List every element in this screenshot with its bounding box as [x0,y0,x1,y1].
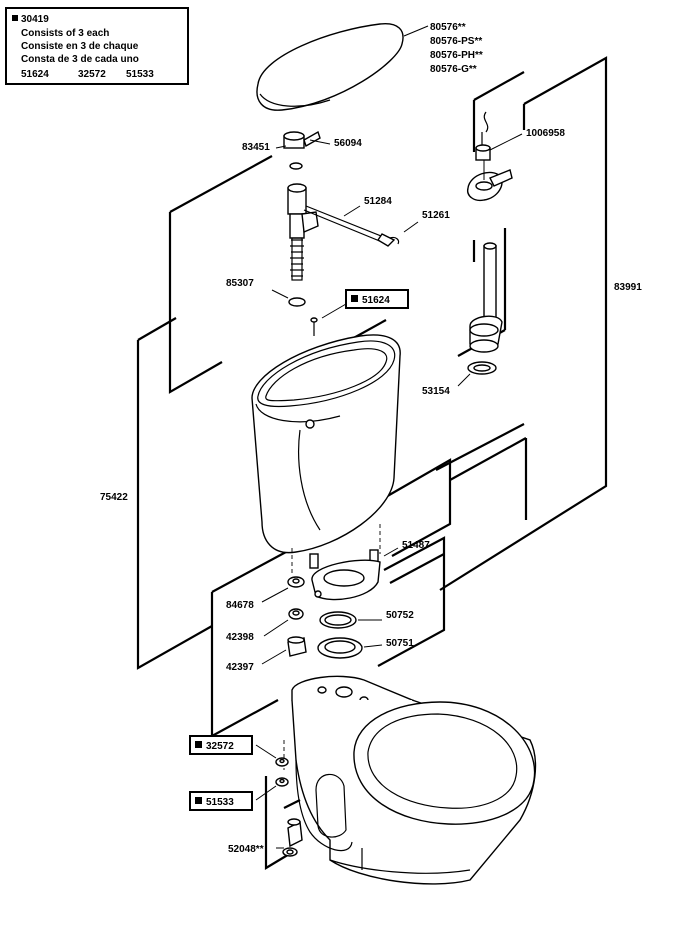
kit-square-icon [12,15,18,21]
label-84678: 84678 [226,600,254,611]
toilet-tank [251,334,401,576]
kit-part-1: 51624 [21,69,49,80]
kit-part-3: 51533 [126,69,154,80]
part-labels: 80576** 80576-PS** 80576-PH** 80576-G** … [100,22,642,855]
label-53154: 53154 [422,386,450,397]
label-51284: 51284 [364,196,392,207]
label-80576: 80576** [430,22,466,33]
kit-ref-51624: 51624 [345,289,409,309]
label-56094: 56094 [334,138,362,149]
label-51624: 51624 [362,295,390,306]
label-51261: 51261 [422,210,450,221]
kit-number: 30419 [21,14,49,25]
label-85307: 85307 [226,278,254,289]
label-42398: 42398 [226,632,254,643]
toilet-bowl [283,675,537,885]
label-1006958: 1006958 [526,128,565,139]
washer-56094 [289,162,303,170]
label-83991: 83991 [614,282,642,293]
nut-85307 [288,297,306,307]
overflow-tube [457,242,503,387]
label-50751: 50751 [386,638,414,649]
kit-line-en: Consists of 3 each [21,28,109,39]
label-32572: 32572 [206,741,234,752]
kit-line-fr: Consiste en 3 de chaque [21,41,139,52]
label-80576-g: 80576-G** [430,64,477,75]
kit-line-es: Consta de 3 de cada uno [21,54,139,65]
kit-part-2: 32572 [78,69,106,80]
flush-valve-assembly [467,111,523,202]
tank-to-bowl-parts [261,547,399,665]
label-42397: 42397 [226,662,254,673]
kit-info-box: 30419 Consists of 3 each Consiste en 3 d… [5,7,189,85]
kit-ref-51533: 51533 [189,791,253,811]
label-80576-ps: 80576-PS** [430,36,482,47]
label-51533: 51533 [206,797,234,808]
kit-ref-32572: 32572 [189,735,253,755]
label-50752: 50752 [386,610,414,621]
tank-lid [256,23,429,111]
fill-valve-assembly [271,130,419,307]
label-83451: 83451 [242,142,270,153]
tank-lever-hole [305,419,315,429]
label-75422: 75422 [100,492,128,503]
label-80576-ph: 80576-PH** [430,50,483,61]
bolt-caps [255,744,303,857]
label-51487: 51487 [402,540,430,551]
label-52048: 52048** [228,844,264,855]
